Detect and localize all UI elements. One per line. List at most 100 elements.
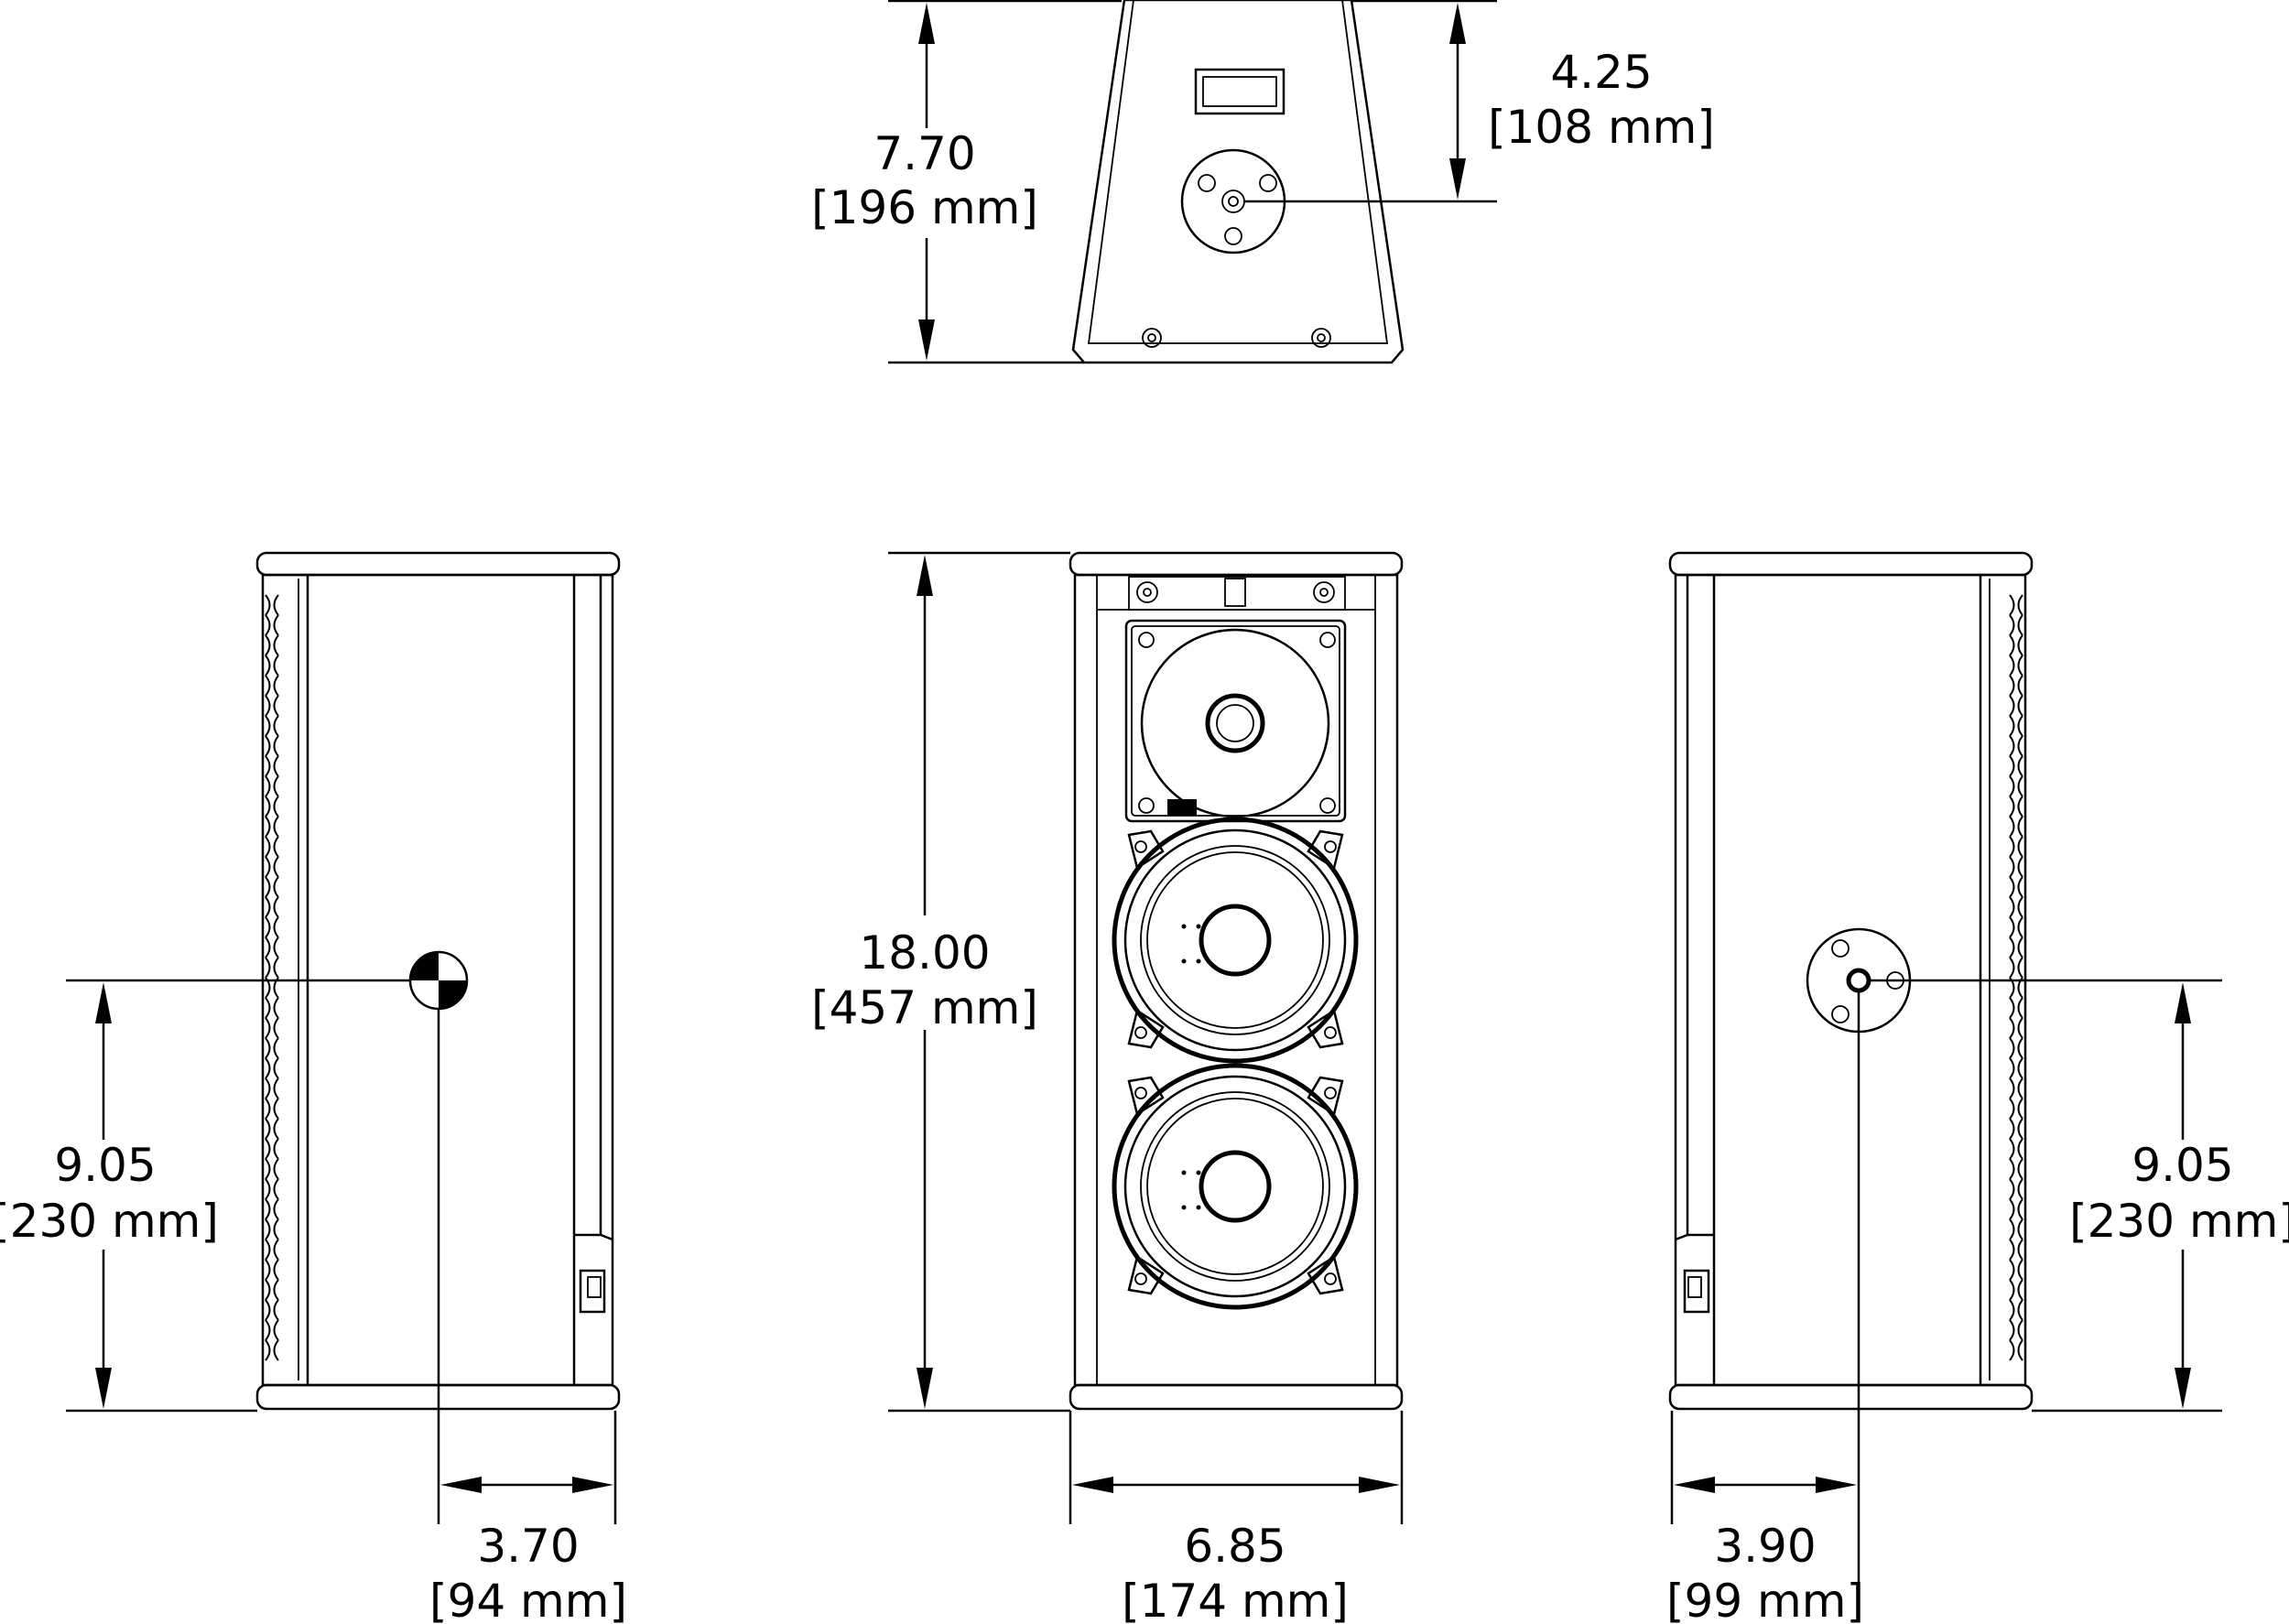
marker-dot — [1181, 924, 1187, 929]
woofer-dustcap-icon — [1199, 1150, 1272, 1223]
screw-icon — [1136, 581, 1158, 603]
arrow-down-icon — [1449, 158, 1466, 200]
dim-cg-depth-metric: [94 mm] — [429, 1575, 627, 1624]
dim-mount-depth-value: 4.25 — [1550, 46, 1652, 99]
screw-icon — [1138, 797, 1155, 814]
top-cap — [1668, 551, 2034, 577]
woofer-dustcap-icon — [1199, 904, 1272, 977]
arrow-down-icon — [918, 319, 935, 361]
arrow-down-icon — [917, 1368, 933, 1409]
mount-center-dot-icon — [1228, 196, 1239, 207]
woofer-frame — [1112, 817, 1359, 1064]
screw-icon — [1134, 840, 1147, 853]
grille-scallop — [265, 594, 271, 1361]
label-plate-inner — [1202, 76, 1277, 107]
top-cap — [1069, 551, 1404, 577]
dim-cg-height-metric: [230 mm] — [0, 1195, 219, 1248]
arrow-right-icon — [1816, 1477, 1857, 1493]
woofer-mount-tab — [1307, 1076, 1344, 1116]
grille-scallop — [2009, 594, 2015, 1361]
grille-perforations — [2009, 594, 2023, 1361]
mount-center-icon — [1221, 189, 1245, 213]
screw-icon — [1142, 328, 1162, 348]
top-view-inner-outline — [1087, 0, 1389, 344]
top-view-outline — [1071, 0, 1405, 364]
tweeter-throat — [1140, 628, 1330, 818]
mount-screw-icon — [1198, 174, 1216, 192]
bottom-cap — [1069, 1383, 1404, 1411]
arrow-down-icon — [2175, 1368, 2191, 1409]
grille-scallop — [2017, 594, 2023, 1361]
cg-quadrant — [439, 980, 467, 1009]
bottom-cap — [1668, 1383, 2034, 1411]
arrow-left-icon — [440, 1477, 482, 1493]
input-connector-icon — [1683, 1269, 1710, 1314]
screw-icon — [1138, 632, 1155, 648]
woofer-mount-tab — [1307, 829, 1344, 870]
arrow-left-icon — [1674, 1477, 1715, 1493]
dim-height-metric: [457 mm] — [811, 981, 1038, 1034]
dim-width-value: 6.85 — [1184, 1520, 1286, 1573]
woofer-mount-tab — [1307, 1255, 1344, 1295]
arrow-left-icon — [1072, 1477, 1113, 1493]
marker-dot — [1196, 924, 1201, 929]
marker-dot — [1196, 1205, 1201, 1210]
dim-width-metric: [174 mm] — [1122, 1575, 1349, 1624]
marker-dot — [1181, 958, 1187, 964]
woofer-mount-tab — [1127, 829, 1165, 870]
screw-icon — [1134, 1272, 1147, 1285]
screw-center-icon — [1147, 333, 1156, 342]
tweeter-horn — [1124, 619, 1347, 823]
tweeter-center-inner — [1216, 704, 1254, 742]
dim-overall-depth-value: 7.70 — [873, 127, 975, 180]
screw-center-icon — [1319, 588, 1329, 597]
top-cap — [255, 551, 621, 577]
woofer-lower — [1112, 1063, 1359, 1310]
marker-dot — [1181, 1170, 1187, 1175]
dim-cg-depth-value: 3.70 — [477, 1520, 579, 1573]
brand-badge-icon — [1167, 799, 1197, 816]
left-side-view: 9.05 [230 mm] 3.70 [94 mm] — [0, 551, 627, 1624]
screw-icon — [1134, 1087, 1147, 1099]
arrow-down-icon — [95, 1368, 112, 1409]
top-view: 7.70 [196 mm] 4.25 [108 mm] — [811, 0, 1715, 364]
tweeter-center-icon — [1205, 693, 1265, 753]
woofer-mount-tab — [1127, 1255, 1165, 1295]
label-plate — [1194, 68, 1286, 115]
top-bracket-tab — [1224, 578, 1246, 607]
mount-screw-icon — [1259, 174, 1277, 192]
screw-icon — [1311, 328, 1331, 348]
mount-center-icon — [1846, 968, 1871, 993]
screw-icon — [1324, 1087, 1337, 1099]
woofer-frame — [1112, 1063, 1359, 1310]
dim-mount-height-value: 9.05 — [2132, 1139, 2233, 1192]
dim-mount-depth-metric: [108 mm] — [1488, 101, 1715, 154]
marker-dot — [1196, 1170, 1201, 1175]
woofer-surround — [1123, 828, 1347, 1052]
woofer-cone — [1146, 1098, 1324, 1275]
dim-height-value: 18.00 — [859, 926, 990, 980]
mount-screw-icon — [1831, 939, 1850, 958]
arrow-up-icon — [2175, 982, 2191, 1023]
screw-icon — [1134, 1026, 1147, 1039]
input-connector-detail — [587, 1276, 602, 1298]
dim-mount-depth-metric: [99 mm] — [1666, 1575, 1864, 1624]
grille-scallop — [273, 594, 279, 1361]
screw-icon — [1324, 840, 1337, 853]
woofer-cone — [1146, 851, 1324, 1029]
dim-mount-height-metric: [230 mm] — [2069, 1195, 2289, 1248]
mount-screw-icon — [1831, 1005, 1850, 1023]
woofer-mount-tab — [1307, 1009, 1344, 1049]
input-connector-detail — [1687, 1276, 1702, 1298]
woofer-surround — [1123, 1075, 1347, 1298]
dim-mount-depth-value: 3.90 — [1714, 1520, 1816, 1573]
woofer-mount-tab — [1127, 1076, 1165, 1116]
dim-cg-height-value: 9.05 — [54, 1139, 156, 1192]
dim-overall-depth-metric: [196 mm] — [811, 181, 1038, 234]
woofer-upper — [1112, 817, 1359, 1064]
cg-quadrant — [410, 952, 439, 980]
front-body — [1073, 573, 1399, 1387]
back-panel-step — [574, 1233, 613, 1241]
input-connector-icon — [579, 1269, 606, 1314]
